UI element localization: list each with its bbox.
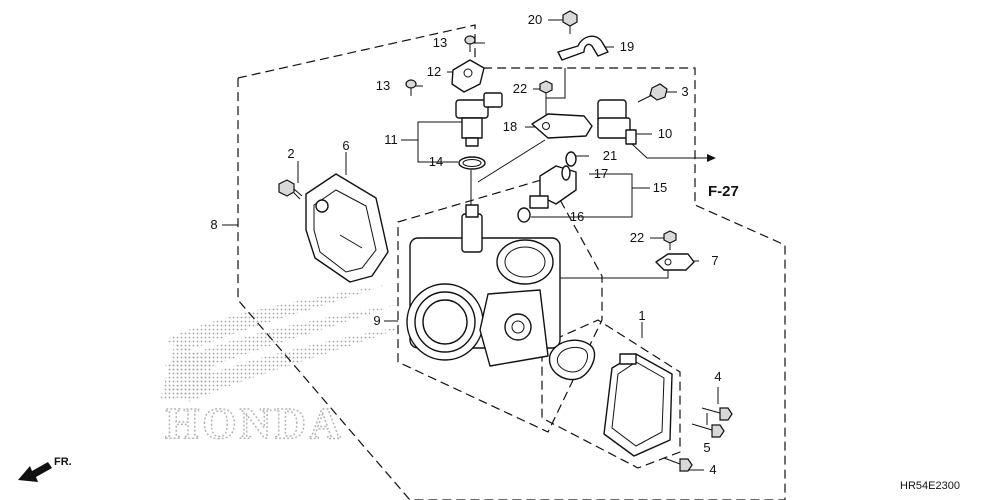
diagram-code: HR54E2300: [900, 480, 960, 492]
callout-15: 15: [653, 180, 667, 195]
sensor-part-11: [455, 92, 503, 147]
bolt-part-4a: [701, 407, 733, 421]
plate-part-12: [451, 59, 485, 93]
bolt-part-2: [278, 179, 303, 200]
callout-21: 21: [603, 148, 617, 163]
bracket-part-18: [531, 113, 593, 139]
callout-14: 14: [429, 154, 443, 169]
bolt-part-3: [637, 83, 668, 103]
regulator-part-10: [597, 99, 637, 145]
screw-part-13a: [464, 35, 476, 52]
o-ring-part-14: [458, 156, 486, 170]
callout-4a: 4: [714, 369, 721, 384]
callout-6: 6: [342, 138, 349, 153]
reference-arrow: [707, 154, 716, 162]
callout-22b: 22: [630, 230, 644, 245]
callout-12: 12: [427, 64, 441, 79]
front-marker-label: FR.: [54, 456, 72, 468]
front-direction-marker: FR.: [18, 456, 72, 482]
cover-part: [305, 173, 389, 283]
callout-17: 17: [594, 166, 608, 181]
bolt-part-22b: [663, 230, 677, 250]
callout-18: 18: [503, 119, 517, 134]
callout-1: 1: [638, 308, 645, 323]
reference-label: F-27: [708, 183, 739, 200]
callout-10: 10: [658, 126, 672, 141]
callout-20: 20: [528, 12, 542, 27]
callout-19: 19: [620, 39, 634, 54]
sensor-part-1: [603, 353, 673, 457]
callout-13b: 13: [376, 78, 390, 93]
callout-16: 16: [570, 209, 584, 224]
bolt-part-5: [691, 423, 725, 438]
callout-5: 5: [703, 440, 710, 455]
screw-part-13b: [405, 79, 417, 96]
callout-11: 11: [384, 132, 398, 147]
gasket-part: [548, 339, 596, 381]
o-ring-part-21: [565, 151, 577, 167]
injector-part-17: [529, 165, 577, 209]
callout-4b: 4: [709, 462, 716, 477]
clamp-part-19: [557, 35, 609, 61]
callout-7: 7: [711, 253, 718, 268]
honda-watermark-logo: HONDA: [160, 285, 405, 449]
callout-8: 8: [210, 217, 217, 232]
svg-text:HONDA: HONDA: [165, 399, 344, 448]
seal-part-16: [517, 207, 531, 223]
callout-13a: 13: [433, 35, 447, 50]
plate-part-7: [655, 253, 695, 271]
leader-lines: [222, 19, 719, 471]
bolt-part-20: [562, 10, 578, 34]
callout-2: 2: [287, 146, 294, 161]
callout-22a: 22: [513, 81, 527, 96]
bolt-part-22a: [539, 80, 553, 101]
callout-3: 3: [681, 84, 688, 99]
bolt-part-4b: [663, 457, 693, 472]
throttle-body-part-9: [406, 204, 561, 367]
callout-9: 9: [373, 313, 380, 328]
callout-labels: 1 2 3 4 4 5 6 7 8 9 10 11 12 13 13 14 15…: [210, 12, 721, 477]
